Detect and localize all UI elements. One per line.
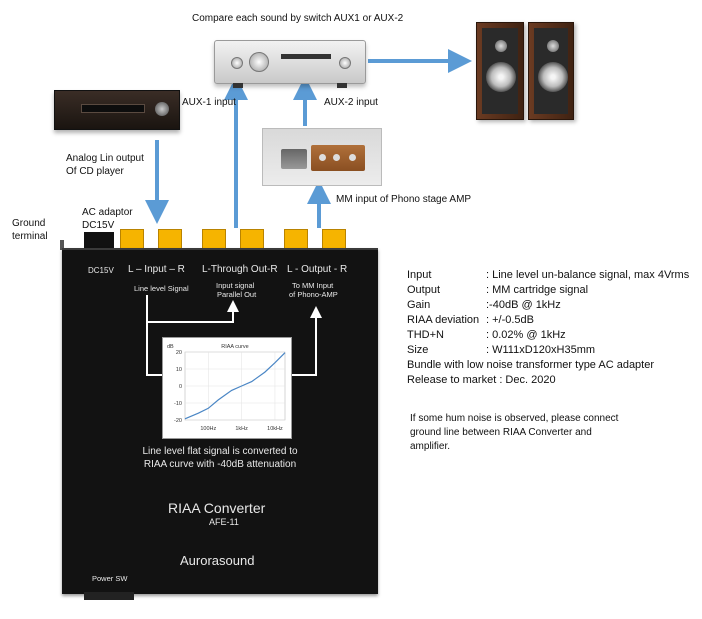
dc-label: DC15V (88, 266, 114, 275)
desc-line-2: RIAA curve with -40dB attenuation (143, 459, 297, 470)
spec-row: RIAA deviation : +/-0.5dB (407, 313, 534, 328)
dc-jack (84, 232, 114, 248)
ac-adaptor-label-1: AC adaptor (82, 207, 133, 218)
y-tick-label: -10 (174, 401, 182, 407)
x-tick-label: 1kHz (235, 426, 248, 432)
spec-value: : MM cartridge signal (486, 284, 589, 296)
spec-key: RIAA deviation (407, 314, 480, 326)
riaa-curve-line (184, 352, 286, 420)
spec-row: Output : MM cartridge signal (407, 283, 588, 298)
spec-row: Size : W111xD120xH35mm (407, 343, 595, 358)
y-axis-label: dB (167, 344, 174, 350)
x-tick-label: 10kHz (267, 426, 283, 432)
y-tick-label: 20 (176, 350, 182, 356)
to-mm-1: To MM Input (292, 281, 334, 290)
y-tick-label: 10 (176, 367, 182, 373)
aux2-label: AUX-2 input (324, 97, 378, 108)
brand-name: Aurorasound (180, 553, 255, 568)
ground-label-2: terminal (12, 231, 48, 242)
ground-label-1: Ground (12, 218, 46, 229)
desc-line-1: Line level flat signal is converted to (142, 446, 298, 457)
compare-caption: Compare each sound by switch AUX1 or AUX… (192, 13, 404, 24)
integrated-amplifier-image (214, 40, 366, 88)
power-switch-label: Power SW (92, 574, 128, 583)
spec-extra-2: Release to market : Dec. 2020 (407, 374, 556, 386)
spec-row: Gain :-40dB @ 1kHz (407, 298, 561, 313)
x-tick-label: 100Hz (200, 426, 216, 432)
chart-title: RIAA curve (221, 344, 249, 350)
note-line-3: amplifier. (410, 441, 451, 452)
parallel-out-1: Input signal (216, 281, 255, 290)
spec-value: : +/-0.5dB (486, 314, 535, 326)
spec-value: : W111xD120xH35mm (486, 344, 596, 356)
spec-key: Size (407, 344, 429, 356)
phono-stage-image (262, 128, 382, 186)
speaker-right-image (528, 22, 574, 120)
spec-value: : 0.02% @ 1kHz (486, 329, 566, 341)
spec-key: THD+N (407, 329, 444, 341)
note-line-2: ground line between RIAA Converter and (410, 427, 592, 438)
aux1-label: AUX-1 input (182, 97, 236, 108)
spec-row: Input : Line level un-balance signal, max… (407, 268, 689, 283)
spec-key: Input (407, 269, 432, 281)
ac-adaptor-label-2: DC15V (82, 220, 115, 231)
line-level-label: Line level Signal (134, 284, 189, 293)
parallel-out-2: Parallel Out (217, 290, 257, 299)
spec-extra-1: Bundle with low noise transformer type A… (407, 359, 655, 371)
y-tick-label: 0 (179, 384, 182, 390)
cd-output-label-1: Analog Lin output (66, 153, 144, 164)
to-mm-2: of Phono-AMP (289, 290, 338, 299)
through-label: L-Through Out-R (202, 264, 278, 275)
speaker-left-image (476, 22, 524, 120)
riaa-curve-plot: 20 10 0 -10 -20 100Hz 1kHz 10kHz RIAA curve dB (162, 337, 292, 439)
spec-value: :-40dB @ 1kHz (486, 299, 561, 311)
product-model: AFE-11 (209, 517, 239, 527)
riaa-curve-svg: 20 10 0 -10 -20 100Hz 1kHz 10kHz RIAA curve dB (167, 344, 286, 432)
note-line-1: If some hum noise is observed, please co… (410, 413, 619, 424)
power-switch (84, 592, 134, 600)
phono-input-label: MM input of Phono stage AMP (336, 194, 472, 205)
spec-value: : Line level un-balance signal, max 4Vrm… (486, 269, 690, 281)
ground-terminal (60, 240, 64, 250)
cd-player-image (54, 90, 180, 130)
spec-row: THD+N : 0.02% @ 1kHz (407, 328, 566, 343)
product-name: RIAA Converter (168, 500, 266, 516)
cd-output-label-2: Of CD player (66, 166, 124, 177)
hum-noise-note: If some hum noise is observed, please co… (410, 412, 618, 454)
output-label: L - Output - R (287, 264, 348, 275)
y-tick-label: -20 (174, 418, 182, 424)
input-label: L – Input – R (128, 264, 185, 275)
spec-key: Output (407, 284, 441, 296)
spec-key: Gain (407, 299, 431, 311)
